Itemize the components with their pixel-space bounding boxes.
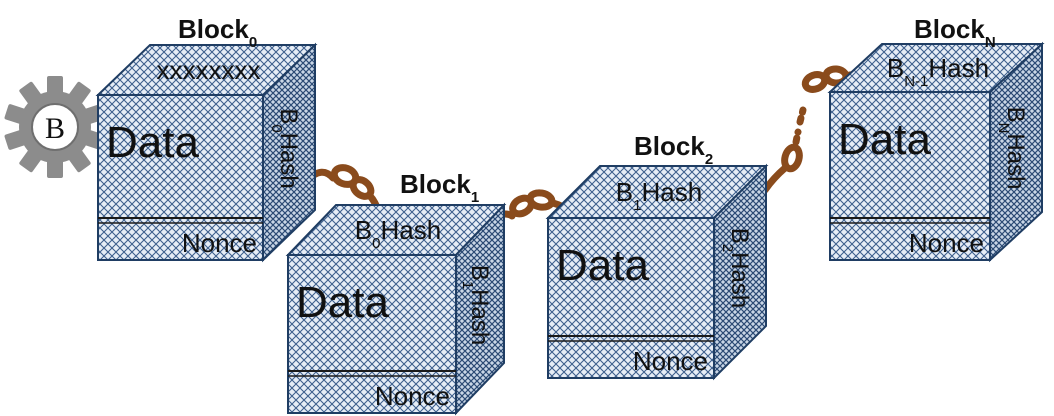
block-title-sub: N — [985, 34, 996, 51]
block-prev-hash: BN-1Hash — [887, 53, 989, 90]
block-title-main: Block — [634, 131, 705, 161]
block-prev-hash-rest: Hash — [380, 215, 441, 245]
block-hash-label-main: B — [275, 108, 302, 124]
block-title: Block0 — [178, 14, 257, 51]
block-title-main: Block — [914, 14, 985, 44]
block-prev-hash: xxxxxxxx — [157, 55, 261, 85]
block-front-face — [829, 91, 991, 261]
block-hash-label-rest: Hash — [275, 133, 302, 189]
block-title-sub: 1 — [471, 189, 479, 206]
block-hash-label: B0Hash — [269, 108, 303, 188]
block-data-label: Data — [838, 115, 931, 164]
block-title-main: Block — [178, 14, 249, 44]
block-hash-label-rest: Hash — [466, 289, 493, 345]
block-data-label: Data — [556, 241, 649, 290]
block-front-face — [287, 254, 457, 414]
block-prev-hash-sub: 0 — [372, 235, 380, 252]
block-prev-hash: B1Hash — [616, 177, 702, 214]
block-data-label: Data — [296, 278, 389, 327]
block-hash-label-main: B — [466, 265, 493, 281]
block-nonce-label: Nonce — [182, 228, 257, 258]
gear-tooth — [47, 158, 63, 178]
block-hash-label: BNHash — [996, 107, 1030, 190]
gear-symbol: B — [45, 112, 65, 145]
block-data-label: Data — [106, 118, 199, 167]
block-title-sub: 2 — [705, 151, 713, 168]
block-front-face — [547, 217, 715, 379]
block-hash-label-sub: 2 — [720, 244, 737, 252]
chain-2-n — [761, 65, 864, 194]
block-hash-label-main: B — [1002, 107, 1029, 123]
gear-bitcoin-icon: B — [4, 76, 106, 178]
block-hash-label-sub: 1 — [460, 281, 477, 289]
block-hash-label-main: B — [726, 228, 753, 244]
block-front-face — [97, 94, 264, 261]
block-title: Block2 — [634, 131, 713, 168]
block-hash-label-rest: Hash — [726, 252, 753, 308]
chain-links — [303, 65, 864, 226]
block-nonce-label: Nonce — [375, 381, 450, 411]
chain-0-1 — [303, 164, 382, 214]
gear-tooth — [47, 76, 63, 96]
block-title: Block1 — [400, 169, 479, 206]
block-prev-hash-rest: Hash — [928, 53, 989, 83]
block-prev-hash-sub: N-1 — [904, 73, 928, 90]
block-title: BlockN — [914, 14, 996, 51]
block-nonce-label: Nonce — [633, 346, 708, 376]
gear-hub — [31, 103, 79, 151]
block-nonce-label: Nonce — [909, 228, 984, 258]
block-prev-hash: B0Hash — [355, 215, 441, 252]
block-hash-label-sub: N — [996, 123, 1013, 134]
block-hash-label-sub: 0 — [269, 124, 286, 132]
block-prev-hash-sub: 1 — [633, 197, 641, 214]
block-hash-label: B1Hash — [460, 265, 494, 345]
block-hash-label-rest: Hash — [1002, 133, 1029, 189]
block-prev-hash-main: B — [616, 177, 633, 207]
block-title-sub: 0 — [249, 34, 257, 51]
block-hash-label: B2Hash — [720, 228, 754, 308]
block-prev-hash-main: B — [887, 53, 904, 83]
block-title-main: Block — [400, 169, 471, 199]
block-prev-hash-rest: Hash — [641, 177, 702, 207]
block-prev-hash-main: B — [355, 215, 372, 245]
block-prev-hash-main: xxxxxxxx — [157, 55, 261, 85]
